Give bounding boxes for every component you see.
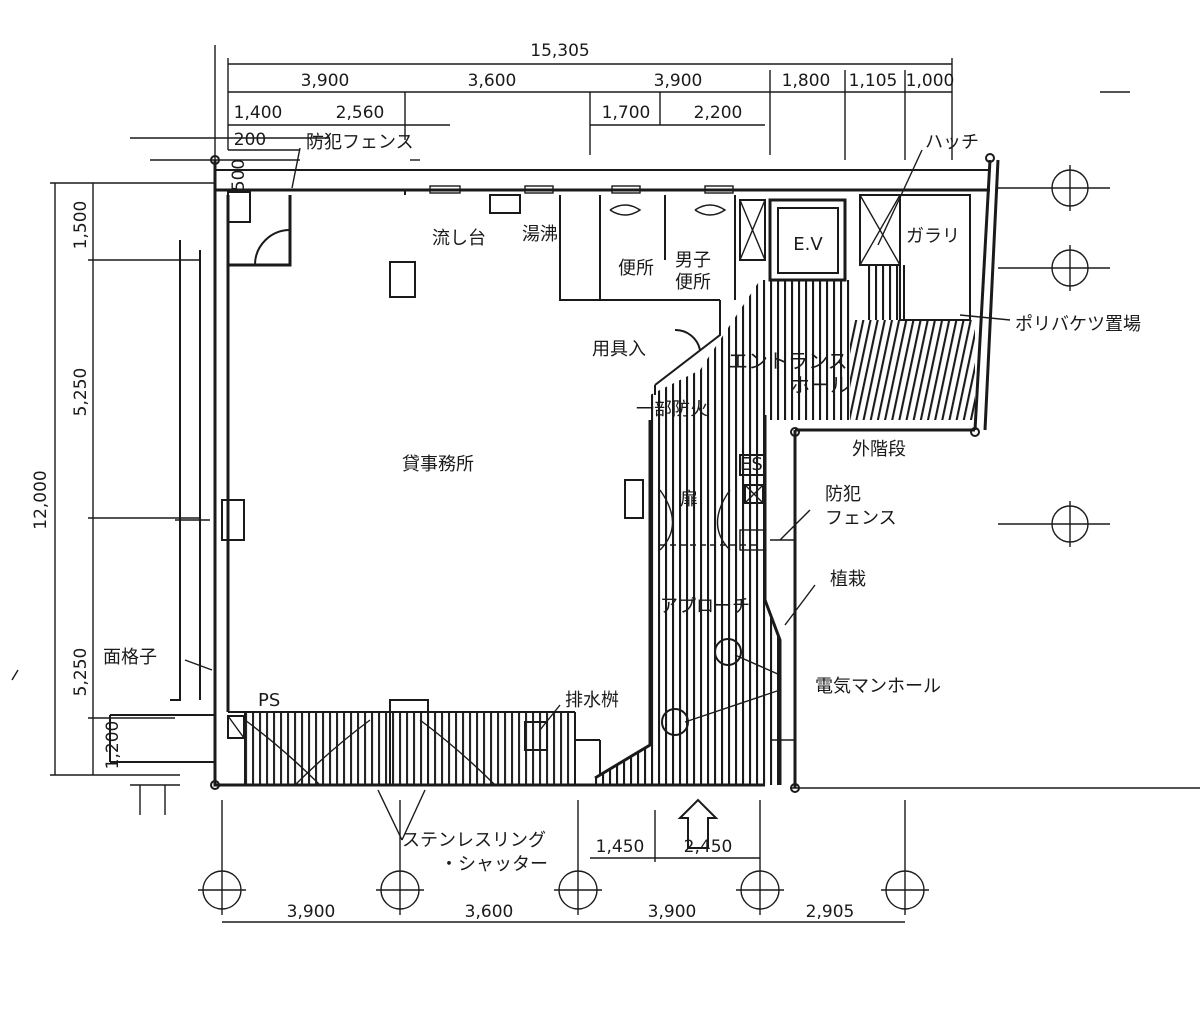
label-door: 扉 — [680, 489, 698, 510]
bottom-span-2: 3,600 — [465, 902, 514, 922]
left-span-4: 1,200 — [103, 721, 123, 770]
label-lattice: 面格子 — [103, 647, 157, 668]
label-water-heater: 湯沸 — [522, 224, 558, 245]
label-planting: 植栽 — [830, 569, 866, 590]
corner-dim-200: 200 — [234, 130, 266, 150]
stray-mark — [11, 669, 19, 681]
top-span-5: 1,105 — [849, 71, 898, 91]
second-span-1: 1,400 — [234, 103, 283, 123]
top-span-6: 1,000 — [906, 71, 955, 91]
label-drain: 排水桝 — [565, 690, 619, 711]
grid-markers-right — [790, 165, 1200, 789]
label-security-fence-right-1: 防犯 — [825, 484, 861, 505]
bottom-span-3: 3,900 — [648, 902, 697, 922]
grid-markers-bottom: 3,900 3,600 3,900 2,905 1,450 2,450 — [198, 800, 929, 923]
label-sink: 流し台 — [432, 228, 486, 249]
second-span-4: 2,200 — [694, 103, 743, 123]
label-poly-bucket: ポリバケツ置場 — [1015, 314, 1141, 335]
label-manhole: 電気マンホール — [815, 676, 941, 697]
label-entrance-hall-1: エントランス — [728, 349, 848, 373]
label-mens-toilet-1: 男子 — [675, 250, 711, 271]
left-dimensions: 1,500 5,250 5,250 1,200 12,000 — [31, 182, 215, 776]
left-span-2: 5,250 — [71, 368, 91, 417]
walls — [109, 153, 1000, 815]
left-span-1: 1,500 — [71, 201, 91, 250]
top-span-1: 3,900 — [301, 71, 350, 91]
label-security-fence-top: 防犯フェンス — [306, 132, 414, 153]
hatched-areas — [245, 265, 975, 786]
label-exterior-stairs: 外階段 — [852, 439, 906, 460]
label-toilet: 便所 — [618, 258, 654, 279]
label-es: ES — [740, 454, 763, 475]
entrance-span-1: 1,450 — [596, 837, 645, 857]
second-span-3: 1,700 — [602, 103, 651, 123]
label-fire-shutter: 一部防火 — [636, 399, 708, 420]
entrance-arrow — [677, 798, 719, 849]
label-storage: 用具入 — [592, 339, 646, 360]
top-dimensions: 15,305 3,900 3,600 3,900 1,800 1,105 1,0… — [130, 41, 1130, 191]
left-span-3: 5,250 — [71, 648, 91, 697]
top-span-3: 3,900 — [654, 71, 703, 91]
bottom-span-1: 3,900 — [287, 902, 336, 922]
total-width-label: 15,305 — [530, 41, 589, 61]
second-span-2: 2,560 — [336, 103, 385, 123]
bottom-span-4: 2,905 — [806, 902, 855, 922]
label-security-fence-right-2: フェンス — [825, 508, 897, 529]
label-approach: アプローチ — [660, 596, 750, 617]
label-entrance-hall-2: ホール — [790, 373, 850, 397]
top-span-2: 3,600 — [468, 71, 517, 91]
label-hatch: ハッチ — [925, 132, 979, 153]
label-office: 貸事務所 — [402, 454, 474, 475]
leader-lines — [184, 147, 1011, 841]
corner-dim-500: 500 — [229, 159, 249, 191]
label-elevator: E.V — [793, 234, 823, 255]
label-shutter-1: ステンレスリング — [402, 830, 546, 851]
label-mens-toilet-2: 便所 — [675, 272, 711, 293]
labels: 防犯フェンス 流し台 湯沸 便所 男子 便所 E.V ハッチ ガラリ ポリバケツ… — [103, 132, 1141, 875]
top-span-4: 1,800 — [782, 71, 831, 91]
label-shutter-2: ・シャッター — [440, 854, 548, 875]
left-total-label: 12,000 — [31, 470, 51, 529]
label-ps: PS — [258, 690, 280, 711]
label-garari: ガラリ — [906, 226, 960, 247]
